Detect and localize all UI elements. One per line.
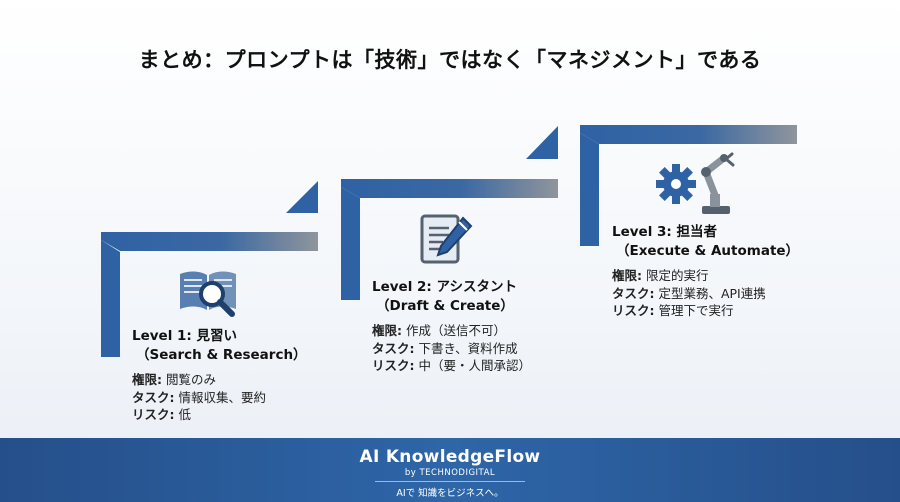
step-1-bracket — [101, 181, 318, 357]
level-1-permission: 権限: 閲覧のみ — [132, 372, 216, 387]
footer-divider — [375, 481, 525, 482]
step-3-bracket — [580, 125, 797, 246]
level-3-card: Level 3: 担当者 （Execute & Automate） 権限: 限定… — [612, 223, 799, 320]
level-3-details: 権限: 限定的実行 タスク: 定型業務、API連携 リスク: 管理下で実行 — [612, 267, 799, 320]
step-2-bracket — [341, 126, 558, 300]
level-2-card: Level 2: アシスタント （Draft & Create） 権限: 作成（… — [372, 278, 531, 375]
level-1-task: タスク: 情報収集、要約 — [132, 389, 266, 405]
level-1-heading: Level 1: 見習い — [132, 328, 238, 344]
level-3-heading: Level 3: 担当者 — [612, 224, 718, 240]
level-2-subheading: （Draft & Create） — [376, 298, 514, 314]
level-1-subheading: （Search & Research） — [136, 347, 307, 363]
level-1-details: 権限: 閲覧のみ タスク: 情報収集、要約 リスク: 低 — [132, 371, 307, 424]
level-2-task: タスク: 下書き、資料作成 — [372, 340, 518, 356]
level-2-risk: リスク: 中（要・人間承認） — [372, 358, 531, 373]
gear-robot-arm-icon — [654, 150, 736, 220]
footer-banner: AI KnowledgeFlow by TECHNODIGITAL AIで 知識… — [0, 438, 900, 502]
level-1-card: Level 1: 見習い （Search & Research） 権限: 閲覧の… — [132, 327, 307, 424]
step-1-arrow — [286, 181, 318, 213]
level-3-subheading: （Execute & Automate） — [616, 243, 800, 259]
document-pen-icon — [417, 210, 475, 272]
level-2-heading: Level 2: アシスタント — [372, 279, 517, 295]
book-search-icon — [176, 264, 240, 324]
step-2-arrow — [526, 126, 558, 159]
page-title: まとめ：プロンプトは「技術」ではなく「マネジメント」である — [138, 48, 762, 72]
footer-byline: by TECHNODIGITAL — [404, 468, 496, 478]
level-2-details: 権限: 作成（送信不可） タスク: 下書き、資料作成 リスク: 中（要・人間承認… — [372, 322, 531, 375]
level-2-permission: 権限: 作成（送信不可） — [372, 323, 506, 338]
footer-tagline: AIで 知識をビジネスへ。 — [396, 488, 504, 499]
level-1-risk: リスク: 低 — [132, 407, 191, 422]
level-3-permission: 権限: 限定的実行 — [612, 268, 709, 283]
footer-brand: AI KnowledgeFlow — [359, 447, 541, 467]
level-3-risk: リスク: 管理下で実行 — [612, 303, 734, 318]
level-3-task: タスク: 定型業務、API連携 — [612, 285, 766, 301]
